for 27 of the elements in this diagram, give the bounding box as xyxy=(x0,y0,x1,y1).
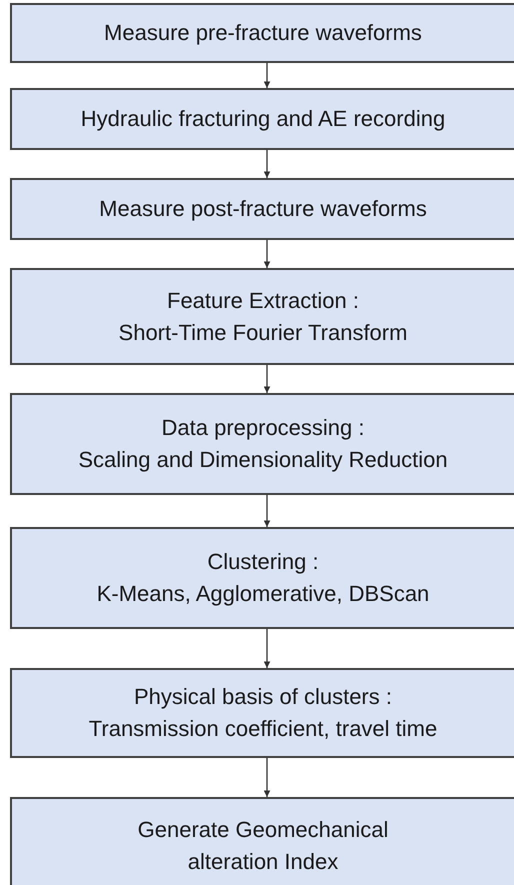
step-text: Transmission coefficient, travel time xyxy=(88,715,438,743)
arrow xyxy=(264,629,270,668)
step-text: Scaling and Dimensionality Reduction xyxy=(78,446,448,474)
process-box xyxy=(10,88,514,150)
arrow xyxy=(264,240,270,268)
step-heading: Feature Extraction : xyxy=(167,286,359,314)
step-text: Short-Time Fourier Transform xyxy=(118,318,408,346)
process-box xyxy=(10,3,514,63)
process-box xyxy=(10,268,514,365)
arrow xyxy=(264,63,270,88)
step-heading: Data preprocessing : xyxy=(162,414,364,442)
step-heading: Physical basis of clusters : xyxy=(134,683,392,711)
arrow xyxy=(264,150,270,178)
process-box xyxy=(10,178,514,240)
process-box xyxy=(10,527,514,629)
step-text: K-Means, Agglomerative, DBScan xyxy=(96,580,430,608)
arrow xyxy=(264,365,270,393)
step-text: Generate Geomechanical alteration Index xyxy=(136,816,390,876)
step-heading: Clustering : xyxy=(207,548,319,576)
step-text: Measure pre-fracture waveforms xyxy=(104,19,422,47)
step-text: Hydraulic fracturing and AE recording xyxy=(80,105,446,133)
arrow xyxy=(264,758,270,797)
step-text: Measure post-fracture waveforms xyxy=(99,195,427,223)
arrow xyxy=(264,495,270,527)
process-box xyxy=(10,393,514,495)
process-box xyxy=(10,797,514,885)
process-box xyxy=(10,668,514,758)
